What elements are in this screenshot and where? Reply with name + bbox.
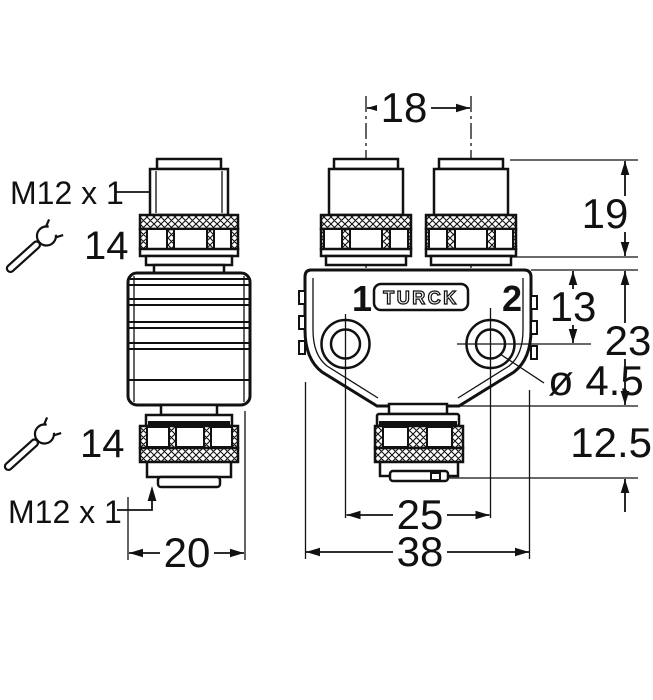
front-view-connector-2: [424, 157, 518, 267]
front-view-body: 1 2 TURCK: [298, 268, 591, 518]
hole-diameter-callout: ø 4.5: [499, 353, 644, 404]
port-1-label: 1: [352, 278, 372, 319]
port-2-label: 2: [502, 278, 522, 319]
wrench-icon: [5, 217, 66, 274]
side-view-bottom-connector: [138, 403, 240, 489]
dimension-body-height-23: 23: [459, 271, 653, 407]
side-view: M12 x 1 14 14 M12 x: [3, 157, 252, 576]
lower-section-dim-value: 12.5: [570, 419, 652, 466]
dimension-width-20: 20: [127, 411, 246, 576]
dimension-spacing-18: 18: [367, 84, 470, 131]
brand-logo-text: TURCK: [383, 288, 459, 308]
dimension-hole-offset-13: 13: [531, 269, 638, 343]
front-view-bottom-connector: [373, 402, 465, 483]
top-wrench-size: 14: [84, 224, 129, 268]
top-thread-label: M12 x 1: [10, 175, 124, 211]
body-height-dim-value: 23: [605, 317, 652, 364]
connector-height-dim-value: 19: [582, 190, 629, 237]
bottom-wrench-callout: 14: [3, 415, 125, 472]
hole-diameter-value: ø 4.5: [548, 357, 644, 404]
dimension-body-width-38: 38: [304, 382, 531, 575]
brand-logo-box: [372, 282, 470, 312]
side-view-body: [126, 271, 252, 407]
bottom-thread-label: M12 x 1: [8, 494, 122, 530]
front-view-connector-1: [319, 157, 413, 267]
top-wrench-callout: 14: [5, 217, 129, 274]
body-width-dim-value: 38: [397, 528, 444, 575]
front-view: 1 2 TURCK: [298, 84, 653, 575]
width-dim-value: 20: [164, 529, 211, 576]
dimension-lower-section-12-5: 12.5: [449, 419, 652, 512]
spacing-dim-value: 18: [381, 84, 428, 131]
wrench-icon: [3, 415, 64, 472]
top-thread-callout: M12 x 1: [10, 175, 150, 211]
side-view-top-connector: [138, 157, 240, 275]
hole-spacing-dim-value: 25: [397, 491, 444, 538]
bottom-thread-callout: M12 x 1: [8, 486, 157, 530]
hole-offset-dim-value: 13: [550, 283, 597, 330]
bottom-wrench-size: 14: [80, 422, 125, 466]
dimension-hole-spacing-25: 25: [346, 491, 490, 538]
dimension-connector-height-19: 19: [510, 159, 638, 258]
